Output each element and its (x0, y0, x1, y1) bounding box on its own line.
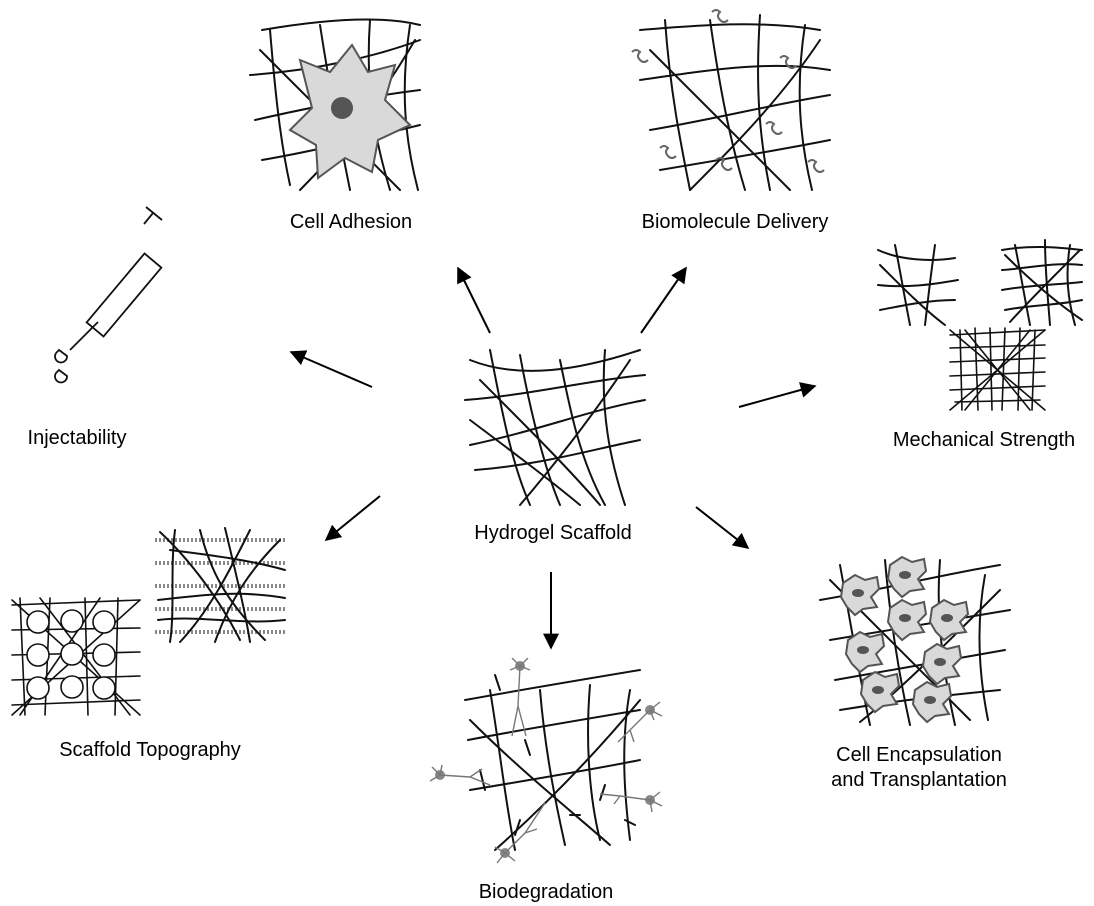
cell-adhesion-illustration (249, 18, 421, 191)
center-label: Hydrogel Scaffold (474, 522, 632, 544)
cell-adhesion-label: Cell Adhesion (290, 211, 412, 233)
biodegradation-illustration (429, 657, 663, 864)
arrow-to-mechanical-strength (738, 382, 817, 408)
hydrogel-scaffold-network (464, 349, 646, 506)
cell-encapsulation-label-line2: and Transplantation (831, 769, 1007, 791)
syringe-icon (54, 206, 163, 384)
arrow-to-scaffold-topography (324, 495, 381, 542)
biomolecule-delivery-illustration (631, 9, 831, 191)
mechanical-strength-label: Mechanical Strength (893, 429, 1075, 451)
scaffold-topography-label: Scaffold Topography (59, 739, 241, 761)
biomolecule-icon (631, 9, 825, 173)
cell-encapsulation-illustration (819, 555, 1011, 726)
injectability-label: Injectability (28, 427, 127, 449)
arrow-to-cell-adhesion (457, 266, 491, 334)
biodegradation-label: Biodegradation (479, 881, 614, 903)
biomolecule-delivery-label: Biomolecule Delivery (642, 211, 829, 233)
arrow-to-biomolecule-delivery (640, 266, 687, 334)
neuron-icons (429, 657, 663, 864)
encapsulated-cells (839, 555, 970, 724)
mechanical-strength-illustration (877, 239, 1083, 411)
scaffold-topography-illustration (11, 527, 286, 716)
cell-encapsulation-label-line1: Cell Encapsulation (836, 744, 1002, 766)
arrows (289, 266, 817, 650)
arrow-to-injectability (289, 350, 373, 388)
arrow-to-cell-encapsulation (695, 506, 750, 549)
